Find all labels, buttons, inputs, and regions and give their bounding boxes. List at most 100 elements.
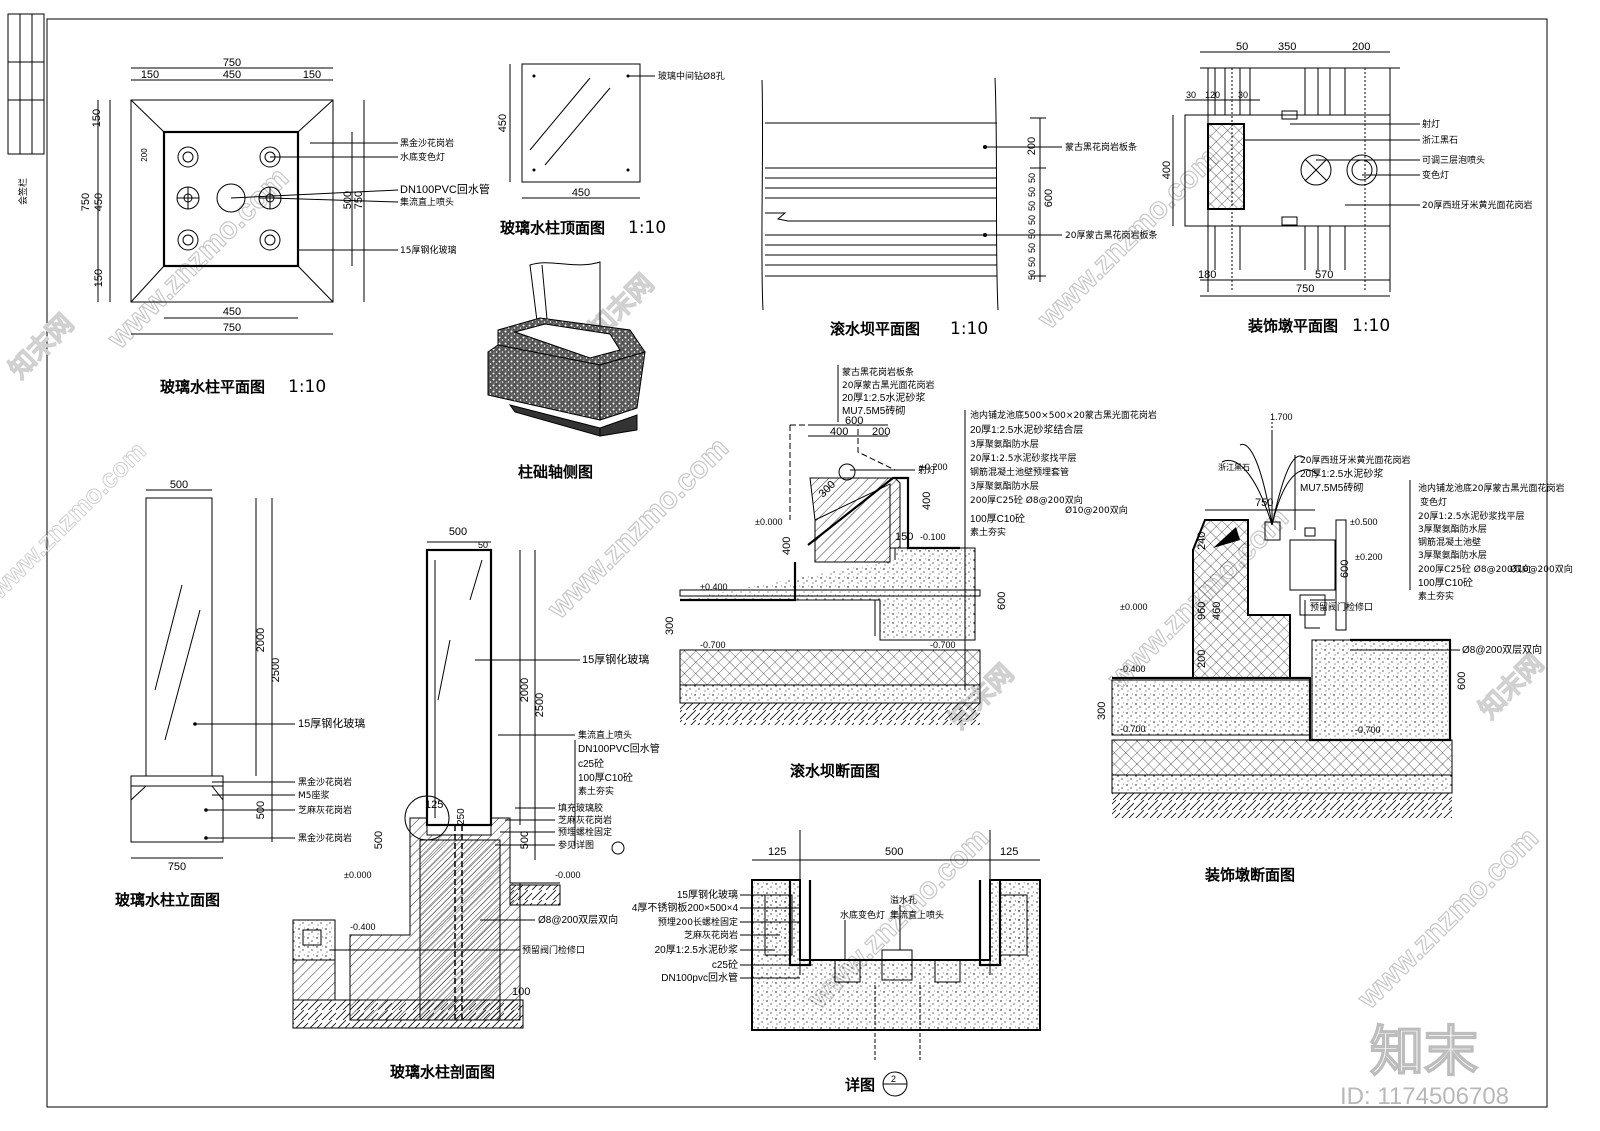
svg-text:-0.000: -0.000: [555, 870, 581, 880]
svg-text:200厚C25砼 Ø8@200双向: 200厚C25砼 Ø8@200双向: [970, 494, 1083, 506]
svg-text:150: 150: [91, 109, 103, 127]
svg-text:460: 460: [1211, 602, 1223, 620]
svg-text:750: 750: [168, 861, 186, 873]
svg-text:500: 500: [519, 831, 531, 849]
svg-text:Ø10@200双向: Ø10@200双向: [1510, 563, 1573, 575]
svg-text:600: 600: [1043, 189, 1055, 207]
svg-text:50: 50: [1027, 173, 1037, 183]
svg-text:集流直上喷头: 集流直上喷头: [890, 909, 944, 921]
glass-plan-title: 玻璃水柱平面图: [160, 378, 265, 396]
svg-text:集流直上喷头: 集流直上喷头: [400, 196, 454, 208]
nozzle-icon: [176, 186, 200, 210]
svg-text:蒙古黑花岗岩板条: 蒙古黑花岗岩板条: [1065, 141, 1137, 153]
svg-text:150: 150: [895, 531, 913, 543]
svg-text:1:10: 1:10: [1352, 316, 1390, 336]
svg-text:Ø8@200双层双向: Ø8@200双层双向: [538, 913, 618, 926]
svg-text:240: 240: [1196, 532, 1208, 550]
svg-text:±0.200: ±0.200: [920, 462, 947, 472]
svg-text:MU7.5M5砖砌: MU7.5M5砖砌: [842, 404, 905, 417]
svg-text:±0.200: ±0.200: [1355, 552, 1382, 562]
svg-text:400: 400: [781, 537, 793, 555]
svg-text:15厚钢化玻璃: 15厚钢化玻璃: [400, 244, 456, 256]
svg-text:450: 450: [572, 187, 590, 199]
svg-text:1:10: 1:10: [288, 377, 326, 397]
svg-text:50: 50: [1236, 41, 1248, 53]
svg-text:750: 750: [1255, 497, 1273, 509]
svg-text:120: 120: [1205, 90, 1220, 100]
svg-text:-0.400: -0.400: [1120, 664, 1146, 674]
svg-text:预留阀门检修口: 预留阀门检修口: [522, 944, 585, 956]
svg-text:射灯: 射灯: [1422, 118, 1440, 130]
weir-section-view: 射灯 600 400 200 150 400 400 300 300 600 ±…: [664, 365, 1157, 780]
svg-text:预留阀门检修口: 预留阀门检修口: [1310, 601, 1373, 613]
glass-top-title: 玻璃水柱顶面图: [500, 219, 605, 237]
svg-text:50: 50: [1027, 201, 1037, 211]
svg-text:20厚蒙古黑花岗岩板条: 20厚蒙古黑花岗岩板条: [1065, 229, 1157, 241]
svg-text:200: 200: [1026, 137, 1038, 155]
svg-text:3厚聚氨酯防水层: 3厚聚氨酯防水层: [1418, 549, 1487, 561]
svg-text:125: 125: [425, 799, 443, 811]
svg-text:1.700: 1.700: [1270, 412, 1293, 422]
svg-text:20厚1:2.5水泥砂浆: 20厚1:2.5水泥砂浆: [655, 943, 738, 956]
svg-text:125: 125: [1000, 846, 1018, 858]
svg-text:200厚C25砼 Ø8@200双向: 200厚C25砼 Ø8@200双向: [1418, 563, 1531, 575]
svg-text:400: 400: [921, 492, 933, 510]
svg-text:200: 200: [1196, 650, 1208, 668]
svg-text:-0.100: -0.100: [920, 532, 946, 542]
weir-section-title: 滚水坝断面图: [790, 762, 880, 780]
svg-text:200: 200: [1352, 41, 1370, 53]
base-axon-title: 柱础轴侧图: [518, 463, 593, 481]
svg-text:100: 100: [512, 986, 530, 998]
svg-text:±0.000: ±0.000: [344, 870, 371, 880]
svg-text:2: 2: [891, 1074, 896, 1084]
sheet-border: [46, 18, 1548, 1108]
svg-text:15厚钢化玻璃: 15厚钢化玻璃: [677, 888, 738, 901]
svg-text:600: 600: [996, 592, 1008, 610]
svg-text:-0.700: -0.700: [1355, 725, 1381, 735]
svg-text:50: 50: [1027, 243, 1037, 253]
svg-text:预埋200长螺栓固定: 预埋200长螺栓固定: [658, 916, 738, 928]
svg-text:300: 300: [1096, 702, 1108, 720]
signature-block: [7, 13, 45, 155]
svg-text:3厚聚氨酯防水层: 3厚聚氨酯防水层: [970, 438, 1039, 450]
svg-text:750: 750: [223, 57, 241, 69]
svg-text:30: 30: [1238, 90, 1248, 100]
svg-text:150: 150: [303, 69, 321, 81]
svg-text:150: 150: [93, 269, 105, 287]
svg-text:芝麻灰花岗岩: 芝麻灰花岗岩: [684, 929, 738, 941]
svg-text:450: 450: [497, 114, 509, 132]
detail-title: 详图: [845, 1076, 875, 1094]
svg-text:芝麻灰花岗岩: 芝麻灰花岗岩: [558, 814, 612, 826]
glass-elevation-view: 500 2000 2500 500 750 15厚钢化玻璃 黑金沙花岗岩 M5座…: [115, 479, 365, 909]
glass-section-title: 玻璃水柱剖面图: [390, 1063, 495, 1081]
svg-text:600: 600: [1456, 672, 1468, 690]
svg-text:可调三层泡喷头: 可调三层泡喷头: [1422, 154, 1485, 166]
svg-text:DN100pvc回水管: DN100pvc回水管: [661, 971, 738, 984]
id-label: ID: 1174506708: [1340, 1083, 1509, 1110]
svg-text:100厚C10砼: 100厚C10砼: [970, 512, 1025, 525]
deco-plan-view: 50 350 200 30 120 30 400 180 570 750 射灯 …: [1161, 41, 1532, 336]
svg-text:20厚1:2.5水泥砂浆: 20厚1:2.5水泥砂浆: [1300, 467, 1383, 480]
svg-text:填充玻璃胶: 填充玻璃胶: [558, 802, 603, 814]
svg-text:50: 50: [1027, 270, 1037, 280]
svg-text:500: 500: [885, 846, 903, 858]
drain-pipe-icon: [216, 183, 246, 213]
lamp-icon: [177, 146, 199, 168]
svg-text:2500: 2500: [534, 693, 546, 717]
svg-text:20厚1:2.5水泥砂浆: 20厚1:2.5水泥砂浆: [842, 391, 925, 404]
base-axon-view: 柱础轴侧图: [487, 261, 646, 481]
svg-text:500: 500: [373, 831, 385, 849]
svg-text:960: 960: [1196, 602, 1208, 620]
svg-text:600: 600: [845, 415, 863, 427]
svg-text:750: 750: [223, 322, 241, 334]
watermark-site: www.znzmo.com: [0, 436, 152, 605]
svg-text:素土夯实: 素土夯实: [1418, 590, 1454, 602]
svg-text:-0.700: -0.700: [1120, 724, 1146, 734]
watermark-cn: 知末网: [3, 308, 79, 384]
svg-text:±0.000: ±0.000: [1120, 602, 1147, 612]
svg-text:芝麻灰花岗岩: 芝麻灰花岗岩: [298, 804, 352, 816]
lamp-icon: [259, 229, 281, 251]
svg-text:15厚钢化玻璃: 15厚钢化玻璃: [582, 652, 649, 666]
svg-text:750: 750: [353, 191, 365, 209]
svg-text:450: 450: [93, 193, 105, 211]
